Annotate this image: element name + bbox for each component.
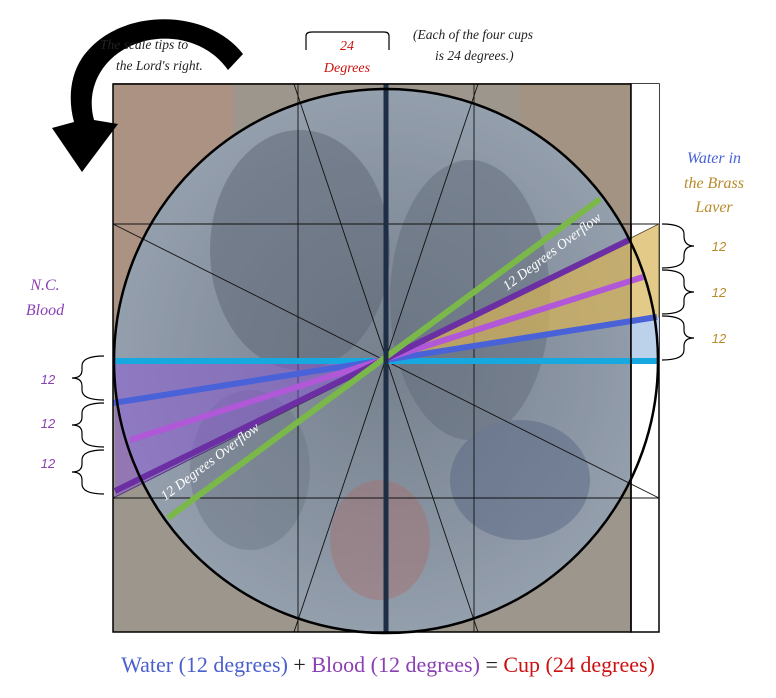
- cup-degrees-number: 24: [340, 39, 354, 54]
- cup-degrees-word: Degrees: [323, 61, 371, 76]
- scale-tip-line1: The scale tips to: [100, 37, 188, 52]
- cups-note-line1: (Each of the four cups: [413, 27, 533, 42]
- degrees-bracket: [305, 31, 390, 50]
- right-bracket-value-3: 12: [712, 331, 727, 346]
- caption-plus: +: [287, 652, 312, 677]
- blood-wedge: [115, 361, 386, 498]
- left-bracket-value-1: 12: [41, 372, 56, 387]
- brass-label-line3: Laver: [694, 199, 733, 216]
- right-column-water: [631, 318, 659, 360]
- caption-equals: =: [479, 652, 504, 677]
- balance-circle: [112, 87, 660, 635]
- scale-tip-line2: the Lord's right.: [116, 58, 203, 73]
- caption-water: Water (12 degrees): [121, 652, 288, 677]
- blood-label-line2: Blood: [26, 302, 65, 319]
- left-bracket-value-2: 12: [41, 416, 56, 431]
- right-brackets: [661, 223, 695, 361]
- caption-cup: Cup (24 degrees): [503, 652, 655, 677]
- tip-arrow-icon: [52, 19, 243, 173]
- left-brackets: [71, 355, 105, 495]
- brass-label-line2: the Brass: [684, 175, 744, 192]
- photo-texture: [190, 130, 590, 600]
- right-column-top: [631, 84, 659, 224]
- brass-label-line1: Water in: [687, 150, 741, 167]
- right-bracket-value-2: 12: [712, 285, 727, 300]
- cups-note-line2: is 24 degrees.): [435, 48, 514, 63]
- caption-blood: Blood (12 degrees): [311, 652, 480, 677]
- left-bracket-value-3: 12: [41, 456, 56, 471]
- equation-caption: Water (12 degrees) + Blood (12 degrees) …: [0, 652, 776, 678]
- right-bracket-value-1: 12: [712, 239, 727, 254]
- blood-label-line1: N.C.: [29, 277, 59, 294]
